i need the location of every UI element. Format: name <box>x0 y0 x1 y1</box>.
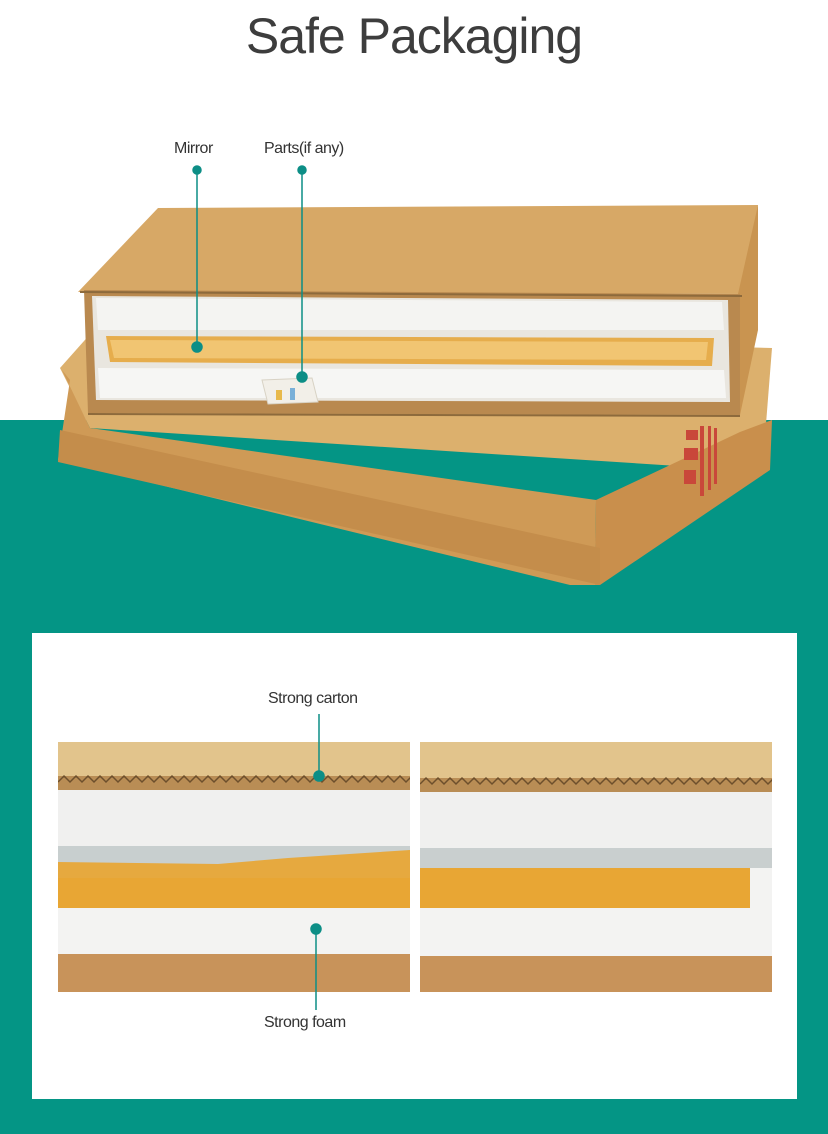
page-title: Safe Packaging <box>245 8 583 64</box>
lid-right-face <box>595 420 772 585</box>
packaging-box-illustration <box>58 205 772 585</box>
cross-section-photo-right <box>420 742 772 992</box>
sleeve-top-face <box>78 205 758 294</box>
foam-layer-bottom <box>98 368 726 398</box>
parts-callout-label: Parts(if any) <box>264 140 344 157</box>
mirror-callout-label: Mirror <box>174 140 213 157</box>
carton-print-marks <box>684 426 717 496</box>
sleeve-right-face <box>738 205 758 415</box>
cross-section-photo-left <box>58 742 410 992</box>
foam-layer-top <box>96 298 724 330</box>
foam-callout-label: Strong foam <box>264 1014 346 1031</box>
carton-callout-label: Strong carton <box>268 690 358 707</box>
